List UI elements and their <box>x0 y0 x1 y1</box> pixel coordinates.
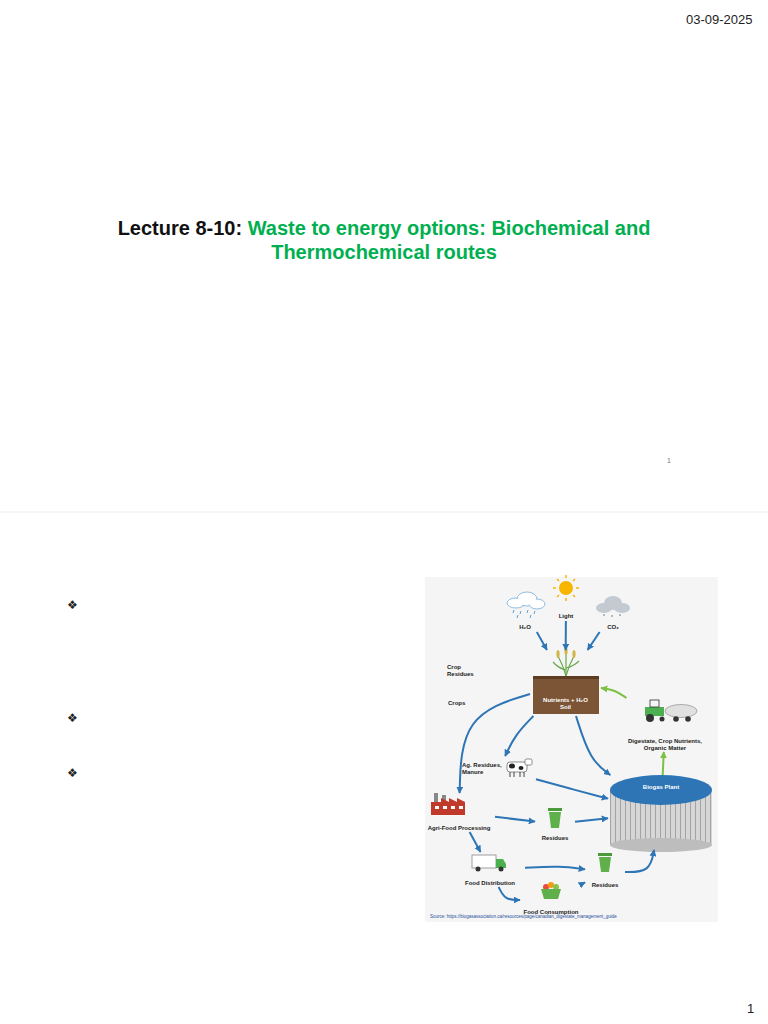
cow-manure-node: Ag. Residues, Manure <box>462 756 536 782</box>
sun-icon <box>553 575 579 601</box>
flow-arrow <box>537 632 547 650</box>
sun-light-node: Light <box>546 576 586 621</box>
digestate-arrow <box>663 752 664 775</box>
node-text: Food Distribution <box>465 880 515 887</box>
truck-node: Food Distribution <box>455 852 525 887</box>
flow-arrow <box>565 621 567 650</box>
node-text: Ag. Residues, Manure <box>462 762 506 776</box>
biogas-plant-node: Biogas Plant <box>608 775 714 850</box>
edge-label: Crops <box>447 700 466 707</box>
node-text: Nutrients + H₂O <box>543 697 588 704</box>
soil-plant-node: Nutrients + H₂OSoil <box>530 650 601 716</box>
digestate-tractor-node: Digestate, Crop Nutrients, Organic Matte… <box>625 698 705 752</box>
digestate-arrow <box>601 688 626 698</box>
flow-arrow <box>588 632 600 650</box>
title-topic: Waste to energy options: Biochemical and… <box>248 217 651 263</box>
flow-arrow <box>525 867 585 870</box>
edge-label: Crop Residues <box>446 664 482 678</box>
flow-arrow <box>505 716 533 756</box>
node-text: Residues <box>592 882 619 889</box>
flow-arrow <box>625 850 654 872</box>
bin-icon <box>548 808 562 828</box>
node-text: Agri-Food Processing <box>428 825 491 832</box>
flow-arrow <box>536 779 608 798</box>
page-number: 1 <box>747 1001 754 1017</box>
factory-node: Agri-Food Processing <box>423 793 495 832</box>
flow-arrow <box>499 887 520 900</box>
node-text: Biogas Plant <box>643 784 679 791</box>
biogas-digester <box>610 775 712 852</box>
co2-cloud-node: CO₂ <box>592 592 634 632</box>
flow-arrow <box>460 694 530 793</box>
bin-node: Residues <box>535 806 575 842</box>
flow-arrow <box>575 818 608 822</box>
bin-icon <box>598 853 612 872</box>
bullet-mark: ❖ <box>67 598 78 612</box>
soil-top <box>533 676 599 679</box>
flow-arrow <box>576 716 610 775</box>
node-text: Light <box>559 613 574 620</box>
flow-arrow <box>582 882 585 884</box>
slide-date: 03-09-2025 <box>686 12 753 28</box>
slide-number: 1 <box>667 457 671 465</box>
truck-icon <box>472 855 506 872</box>
cow-icon <box>507 759 532 777</box>
node-text: Residues <box>542 835 569 842</box>
node-text: Soil <box>560 704 571 711</box>
soil-box <box>533 676 599 714</box>
rain-cloud-icon <box>507 592 545 618</box>
bullet-mark: ❖ <box>67 711 78 725</box>
plant-icon <box>553 647 579 676</box>
factory-icon <box>431 793 465 815</box>
node-text: H₂O <box>519 624 531 631</box>
co2-cloud-icon <box>596 596 630 617</box>
node-text: Digestate, Crop Nutrients, Organic Matte… <box>625 738 705 752</box>
slide-divider <box>0 512 768 513</box>
flow-arrow <box>495 817 535 822</box>
rain-cloud-node: H₂O <box>500 590 550 632</box>
bullet-mark: ❖ <box>67 766 78 780</box>
title-lead: Lecture 8-10: <box>118 217 243 239</box>
source-note: Source: https://biogasassociation.ca/res… <box>430 914 617 919</box>
tractor-icon <box>645 700 697 722</box>
bin-node: Residues <box>585 852 625 892</box>
flow-arrow <box>470 832 481 852</box>
slide-title: Lecture 8-10: Waste to energy options: B… <box>84 216 684 264</box>
node-text: CO₂ <box>607 624 619 631</box>
basket-icon <box>541 882 561 899</box>
basket-node: Food Consumption <box>520 884 582 916</box>
diagram-ground <box>425 577 718 922</box>
